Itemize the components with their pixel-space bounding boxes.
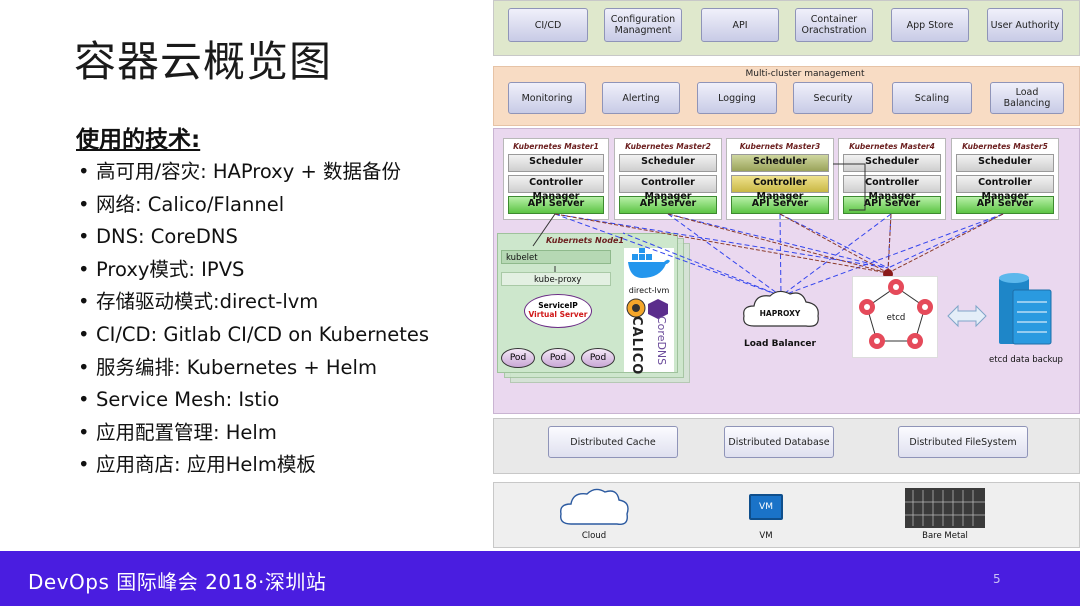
etcd-label: etcd bbox=[886, 313, 906, 323]
list-item: DNS: CoreDNS bbox=[78, 222, 429, 255]
master-title: Kubernetes Master1 bbox=[513, 142, 599, 151]
user-authority-box: User Authority bbox=[987, 8, 1063, 42]
subtitle: 使用的技术: bbox=[76, 127, 201, 153]
pod: Pod bbox=[541, 348, 575, 368]
logging-box: Logging bbox=[697, 82, 777, 114]
master-2: Kubernetes Master2 Scheduler Controller … bbox=[614, 138, 722, 220]
list-item: Service Mesh: Istio bbox=[78, 385, 429, 418]
security-box: Security bbox=[793, 82, 873, 114]
app-store-box: App Store bbox=[891, 8, 969, 42]
scheduler: Scheduler bbox=[508, 154, 604, 172]
etcd-cluster-icon bbox=[859, 279, 933, 349]
load-balancer-label: Load Balancer bbox=[744, 339, 816, 349]
api-server: API Server bbox=[619, 196, 717, 214]
multi-cluster-label: Multi-cluster management bbox=[745, 69, 865, 79]
docker-icon bbox=[628, 248, 670, 278]
kubelet: kubelet bbox=[501, 250, 611, 264]
vm-icon: VM bbox=[749, 494, 783, 520]
master-title: Kubernets Master3 bbox=[739, 142, 821, 151]
page-number: 5 bbox=[993, 572, 1001, 586]
vm-badge: VM bbox=[759, 502, 773, 512]
container-orchestration-box: Container Orachstration bbox=[795, 8, 873, 42]
list-item: CI/CD: Gitlab CI/CD on Kubernetes bbox=[78, 320, 429, 353]
top-services-band bbox=[493, 0, 1080, 56]
vm-label: VM bbox=[759, 531, 773, 541]
master-title: Kubernetes Master4 bbox=[849, 142, 935, 151]
bare-metal-label: Bare Metal bbox=[922, 531, 968, 541]
etcd-backup-label: etcd data backup bbox=[989, 355, 1063, 365]
list-item: 应用配置管理: Helm bbox=[78, 418, 429, 451]
pod: Pod bbox=[581, 348, 615, 368]
kube-proxy: kube-proxy bbox=[501, 272, 611, 286]
distributed-filesystem-box: Distributed FileSystem bbox=[898, 426, 1028, 458]
multi-cluster-band bbox=[493, 66, 1080, 126]
api-box: API bbox=[701, 8, 779, 42]
scheduler: Scheduler bbox=[956, 154, 1054, 172]
logos-panel: direct-lvm CALICO CoreDNS bbox=[624, 248, 674, 375]
master-3: Kubernets Master3 Scheduler Controller M… bbox=[726, 138, 834, 220]
scheduler: Scheduler bbox=[843, 154, 941, 172]
slide-title: 容器云概览图 bbox=[74, 37, 333, 86]
list-item: 服务编排: Kubernetes + Helm bbox=[78, 353, 429, 386]
footer-text: DevOps 国际峰会 2018·深圳站 bbox=[28, 570, 327, 594]
alerting-box: Alerting bbox=[602, 82, 680, 114]
master-4: Kubernetes Master4 Scheduler Controller … bbox=[838, 138, 946, 220]
api-server: API Server bbox=[843, 196, 941, 214]
list-item: 应用商店: 应用Helm模板 bbox=[78, 450, 429, 483]
cloud-icon bbox=[560, 488, 629, 525]
list-item: Proxy模式: IPVS bbox=[78, 255, 429, 288]
service-ip: ServiceIP Virtual Server bbox=[524, 294, 592, 328]
service-ip-label: ServiceIP bbox=[538, 301, 578, 310]
distributed-cache-box: Distributed Cache bbox=[548, 426, 678, 458]
master-title: Kubernetes Master5 bbox=[962, 142, 1048, 151]
etcd-cluster: etcd bbox=[852, 276, 938, 358]
master-1: Kubernetes Master1 Scheduler Controller … bbox=[503, 138, 609, 220]
tech-list: 高可用/容灾: HAProxy + 数据备份 网络: Calico/Flanne… bbox=[78, 157, 429, 483]
storage-icon bbox=[626, 298, 668, 319]
api-server: API Server bbox=[508, 196, 604, 214]
scheduler: Scheduler bbox=[731, 154, 829, 172]
scheduler: Scheduler bbox=[619, 154, 717, 172]
footer-bar bbox=[0, 551, 1080, 606]
load-balancing-box: Load Balancing bbox=[990, 82, 1064, 114]
master-5: Kubernetes Master5 Scheduler Controller … bbox=[951, 138, 1059, 220]
haproxy-cloud-icon: HAPROXY bbox=[743, 290, 819, 327]
scaling-box: Scaling bbox=[892, 82, 972, 114]
virtual-server-label: Virtual Server bbox=[528, 310, 588, 319]
node-title: Kubernets Node1 bbox=[546, 236, 624, 245]
api-server: API Server bbox=[731, 196, 829, 214]
cloud-label: Cloud bbox=[581, 531, 607, 541]
kubernetes-node-1: Kubernets Node1 kubelet kube-proxy Servi… bbox=[497, 233, 678, 375]
list-item: 存储驱动模式:direct-lvm bbox=[78, 287, 429, 320]
list-item: 网络: Calico/Flannel bbox=[78, 190, 429, 223]
list-item: 高可用/容灾: HAProxy + 数据备份 bbox=[78, 157, 429, 190]
sync-arrow-icon bbox=[947, 304, 987, 328]
config-management-box: Configuration Managment bbox=[604, 8, 682, 42]
connection-lines bbox=[532, 163, 1004, 297]
cicd-box: CI/CD bbox=[508, 8, 588, 42]
monitoring-box: Monitoring bbox=[508, 82, 586, 114]
server-rack-icon bbox=[905, 488, 985, 528]
distributed-database-box: Distributed Database bbox=[724, 426, 834, 458]
haproxy-logo: HAPROXY bbox=[760, 309, 801, 318]
direct-lvm-label: direct-lvm bbox=[628, 286, 670, 295]
database-icon bbox=[999, 273, 1052, 345]
api-server: API Server bbox=[956, 196, 1054, 214]
master-title: Kubernetes Master2 bbox=[625, 142, 711, 151]
pod: Pod bbox=[501, 348, 535, 368]
